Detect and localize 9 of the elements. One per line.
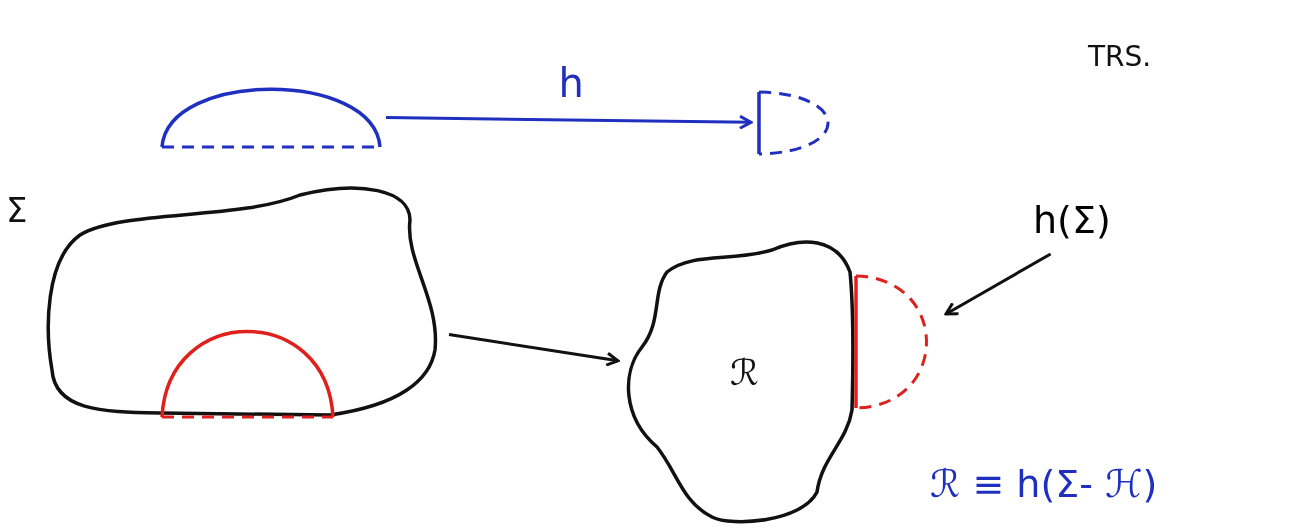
note-label: TRS. — [1088, 40, 1152, 73]
arrow — [448, 333, 620, 367]
edge-label: h — [558, 59, 584, 106]
arrow — [944, 252, 1052, 316]
region-label: ℛ — [730, 352, 759, 393]
math-label: h(Σ) — [1033, 198, 1173, 250]
arrow — [385, 114, 753, 130]
set-label: Σ — [6, 190, 28, 230]
equation-label: ℛ ≡ h(Σ- ℋ) — [930, 462, 1158, 506]
